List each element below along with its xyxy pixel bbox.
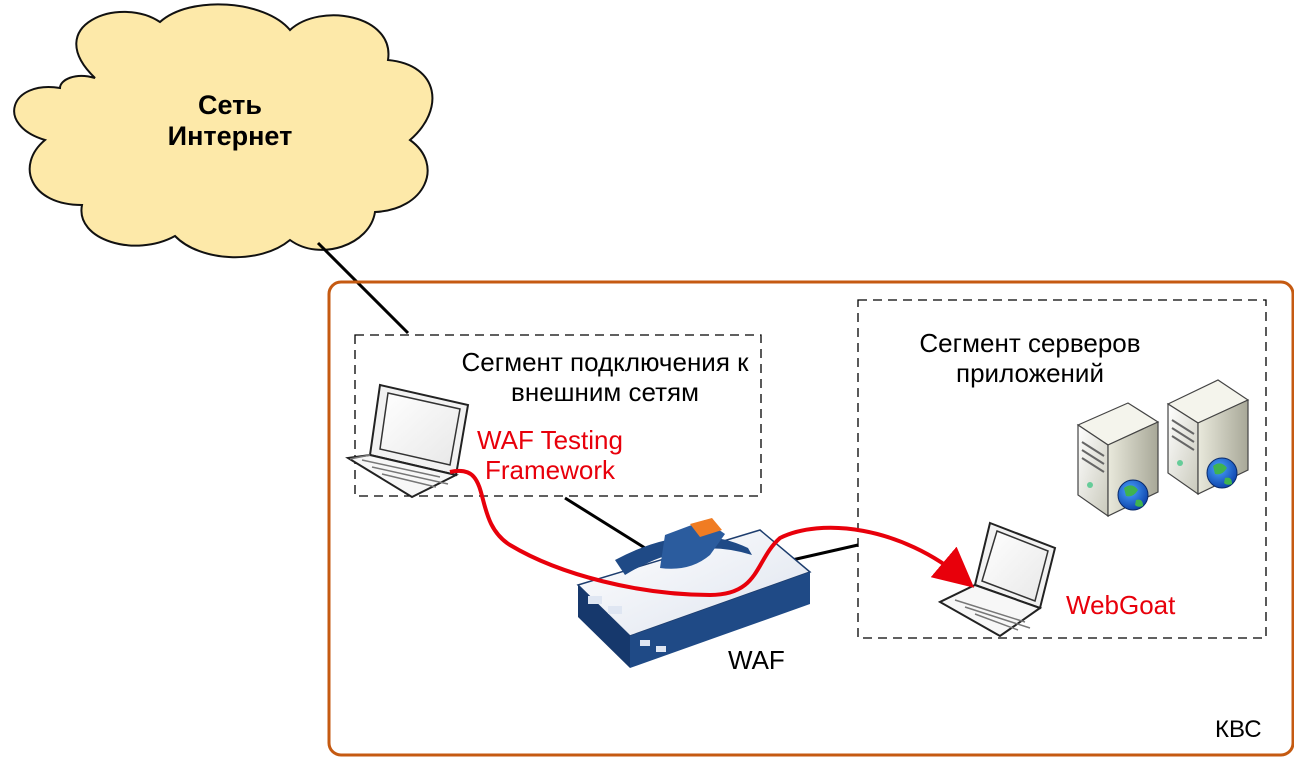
external-segment-label-line2: внешним сетям <box>511 377 699 407</box>
attacker-laptop-icon <box>345 383 470 499</box>
kvs-zone-border <box>327 280 1294 757</box>
waf-appliance-icon <box>576 518 812 668</box>
external-segment-label: Сегмент подключения к внешним сетям <box>455 347 755 407</box>
external-segment-box <box>354 334 762 497</box>
cloud-label-line1: Сеть <box>198 90 262 120</box>
kvs-zone-label: КВС <box>1215 716 1262 743</box>
waf-label: WAF <box>728 645 785 675</box>
webgoat-laptop-icon <box>937 521 1057 638</box>
webgoat-label: WebGoat <box>1066 590 1176 620</box>
external-segment-label-line1: Сегмент подключения к <box>461 347 749 377</box>
attack-traffic-path <box>449 468 975 598</box>
web-server-icon <box>1076 402 1160 518</box>
internet-link <box>316 241 410 335</box>
internet-cloud <box>13 3 434 259</box>
attacker-label: WAF Testing Framework <box>470 425 630 485</box>
attacker-label-line1: WAF Testing <box>477 425 623 455</box>
cloud-label: Сеть Интернет <box>150 90 310 152</box>
web-server-icon <box>1166 379 1250 496</box>
server-segment-label-line2: приложений <box>956 358 1104 388</box>
cloud-label-line2: Интернет <box>167 121 293 151</box>
server-segment-label: Сегмент серверов приложений <box>910 328 1150 388</box>
server-segment-label-line1: Сегмент серверов <box>919 328 1141 358</box>
server-segment-box <box>857 299 1267 639</box>
attacker-label-line2: Framework <box>484 455 615 485</box>
external-segment-waf-link <box>564 496 646 550</box>
